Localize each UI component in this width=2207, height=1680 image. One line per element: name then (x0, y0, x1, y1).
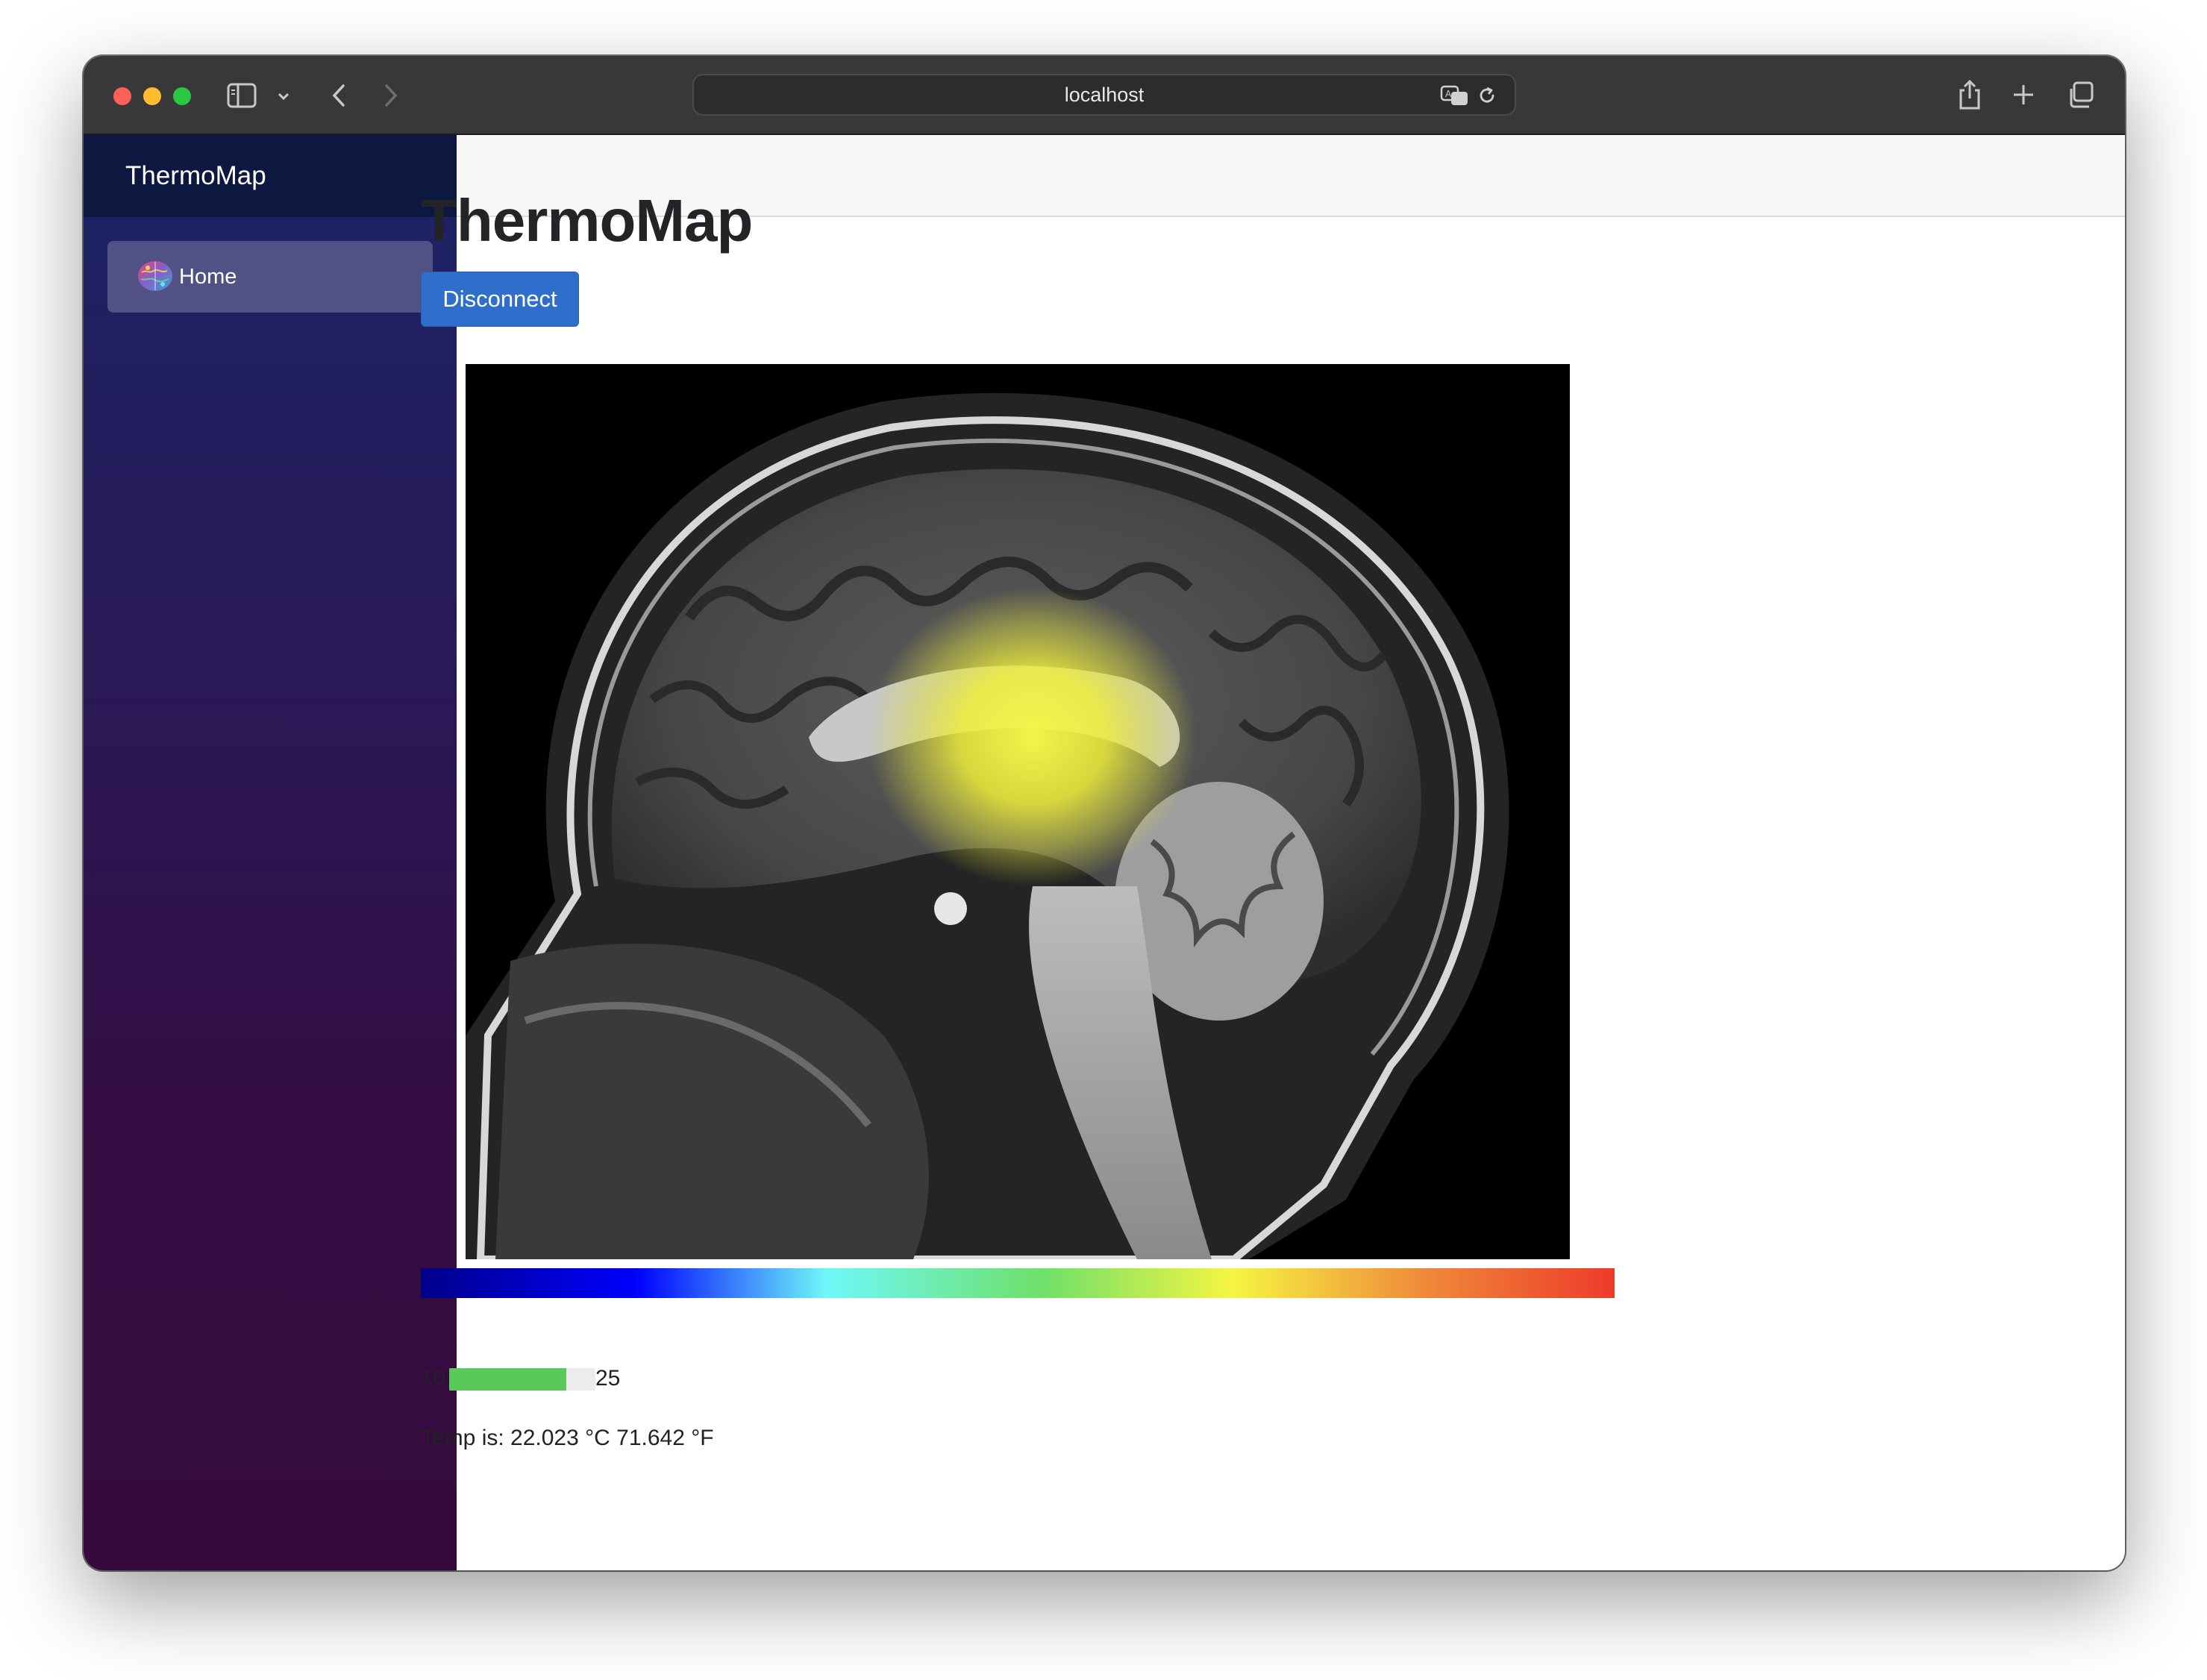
disconnect-button[interactable]: Disconnect (421, 272, 579, 327)
sidebar-toggle-icon[interactable] (227, 82, 257, 109)
temperature-readout: Temp is: 22.023 °C 71.642 °F (421, 1423, 714, 1453)
range-min-label: 10 (421, 1366, 446, 1391)
translate-icon[interactable]: A (1440, 84, 1470, 107)
minimize-window-button[interactable] (143, 87, 161, 105)
sidebar-brand[interactable]: ThermoMap (84, 135, 457, 217)
sidebar: ThermoMap (84, 135, 457, 1570)
address-bar[interactable]: localhost A (692, 74, 1516, 116)
temperature-celsius: 22.023 (510, 1426, 579, 1450)
celsius-unit: °C (585, 1426, 610, 1450)
chevron-down-icon[interactable] (276, 89, 291, 104)
browser-toolbar: localhost A (84, 56, 2125, 135)
range-max-label: 25 (595, 1366, 621, 1391)
tabs-overview-icon[interactable] (2065, 80, 2095, 110)
sidebar-item-home[interactable]: Home (107, 241, 433, 313)
svg-text:A: A (1445, 89, 1452, 99)
close-window-button[interactable] (113, 87, 131, 105)
temperature-meter-fill (449, 1368, 567, 1391)
temperature-fahrenheit: 71.642 (616, 1426, 685, 1450)
brand-title: ThermoMap (125, 161, 266, 190)
reload-icon[interactable] (1476, 84, 1498, 107)
colormap-scale-bar (421, 1268, 1615, 1298)
mri-heatmap-image (466, 364, 1570, 1259)
new-tab-icon[interactable] (2010, 81, 2037, 108)
brain-icon (136, 257, 175, 296)
url-text: localhost (1064, 84, 1145, 106)
browser-window: localhost A ThermoMap (84, 56, 2125, 1570)
page-title: ThermoMap (421, 187, 753, 254)
temperature-meter (449, 1368, 595, 1391)
back-icon[interactable] (327, 81, 351, 110)
top-navbar (457, 135, 2125, 217)
temperature-prefix: Temp is: (421, 1426, 504, 1450)
share-icon[interactable] (1955, 77, 1985, 113)
sidebar-item-label: Home (179, 265, 237, 289)
fahrenheit-unit: °F (691, 1426, 714, 1450)
forward-icon[interactable] (379, 81, 403, 110)
zoom-window-button[interactable] (173, 87, 191, 105)
